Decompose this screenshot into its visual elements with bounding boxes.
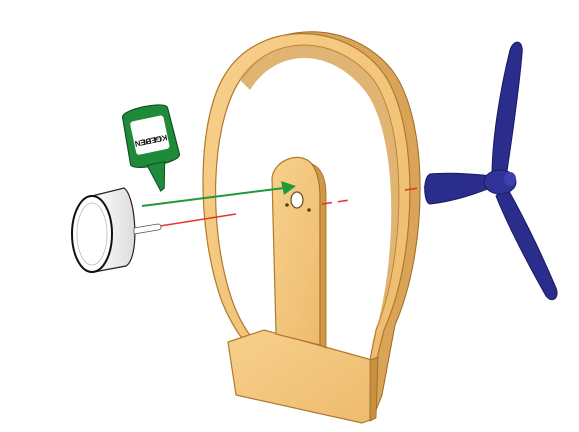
- wooden-frame: [203, 32, 420, 423]
- glue-bottle-nozzle: [147, 162, 170, 193]
- propeller-blade-bottom: [496, 186, 557, 300]
- propeller-blade-left: [425, 173, 492, 204]
- screw-hole-left: [285, 203, 289, 207]
- propeller-icon: [425, 42, 557, 300]
- screw-hole-right: [307, 208, 311, 212]
- motor-back-face: [72, 196, 112, 272]
- propeller-hub-tip: [504, 172, 516, 186]
- propeller-blade-top: [492, 42, 522, 178]
- motor-shaft: [134, 224, 161, 234]
- frame-base: [228, 330, 372, 423]
- shaft-hole: [291, 192, 303, 208]
- frame-post: [272, 157, 320, 345]
- motor-icon: [72, 188, 161, 272]
- glue-bottle-icon: KLEBEN GLUE: [119, 102, 186, 197]
- frame-base-side: [370, 357, 378, 421]
